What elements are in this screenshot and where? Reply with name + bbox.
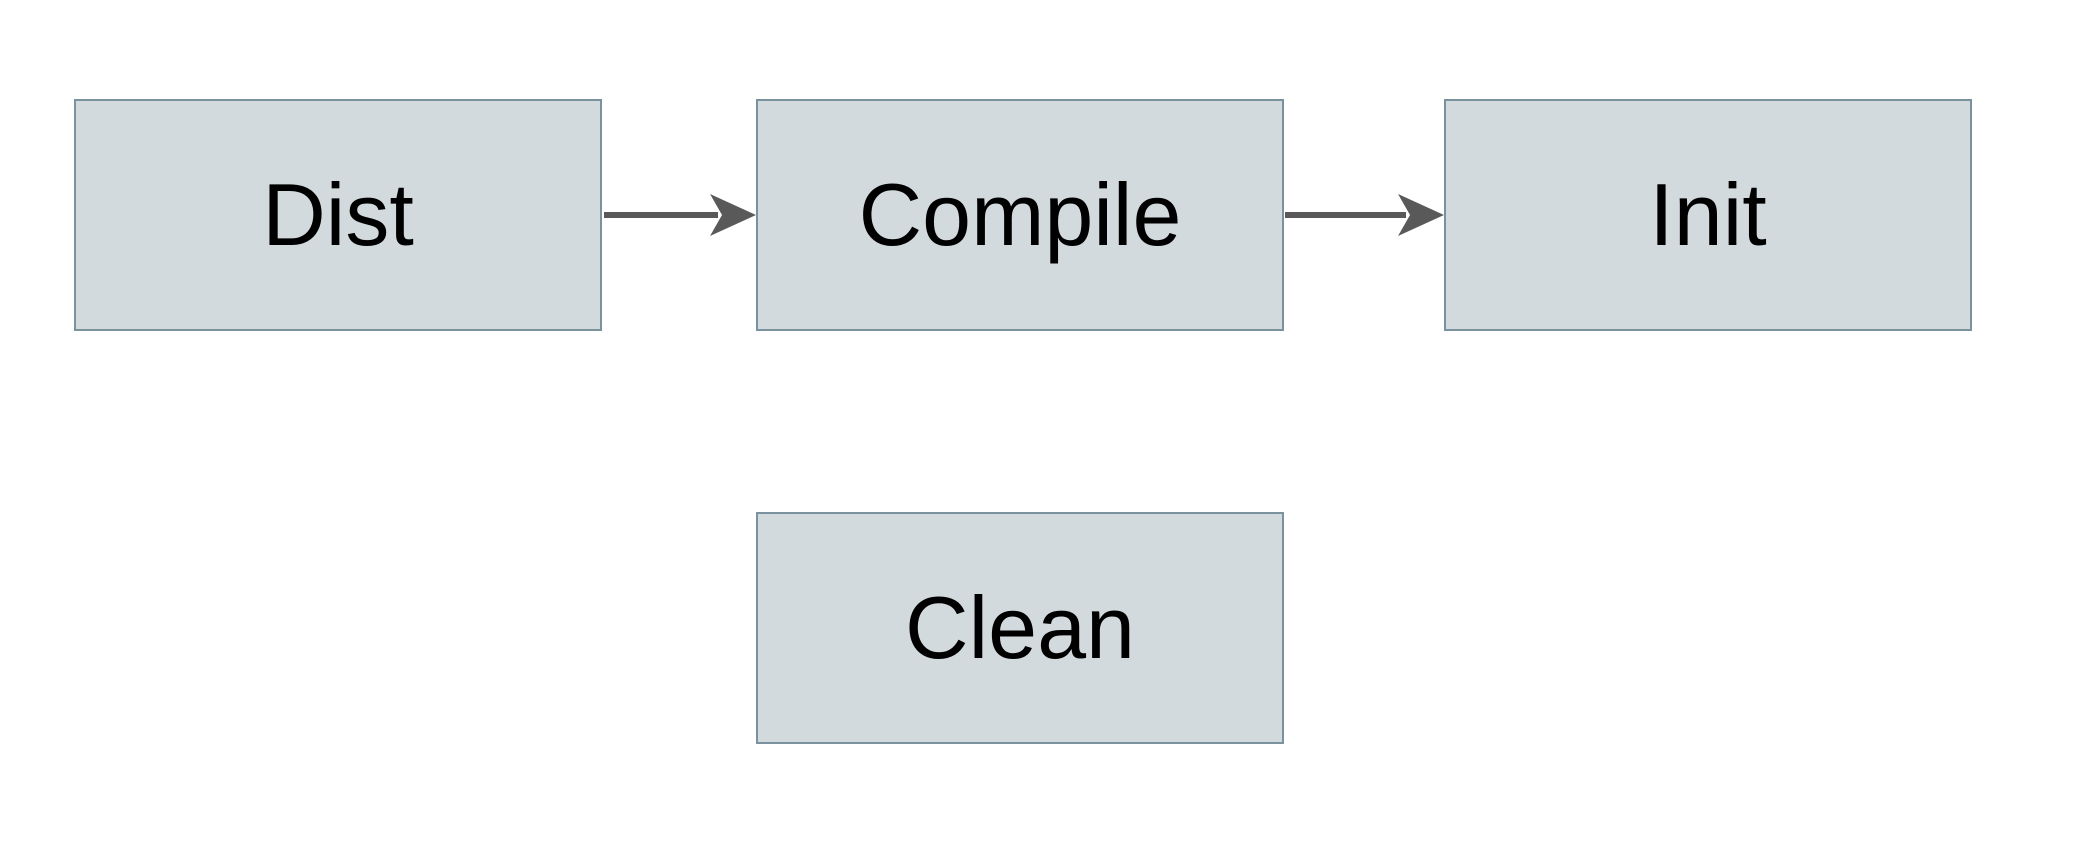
node-compile: Compile: [756, 99, 1284, 331]
node-compile-label: Compile: [858, 165, 1182, 264]
arrow-compile-to-init-head-icon: [1398, 194, 1444, 236]
node-init-label: Init: [1649, 165, 1767, 264]
node-init: Init: [1444, 99, 1972, 331]
arrow-dist-to-compile-head-icon: [710, 194, 756, 236]
arrow-compile-to-init: [1285, 194, 1444, 236]
node-clean-label: Clean: [905, 578, 1135, 677]
node-clean: Clean: [756, 512, 1284, 744]
node-dist: Dist: [74, 99, 602, 331]
arrow-dist-to-compile: [604, 194, 756, 236]
node-dist-label: Dist: [262, 165, 414, 264]
